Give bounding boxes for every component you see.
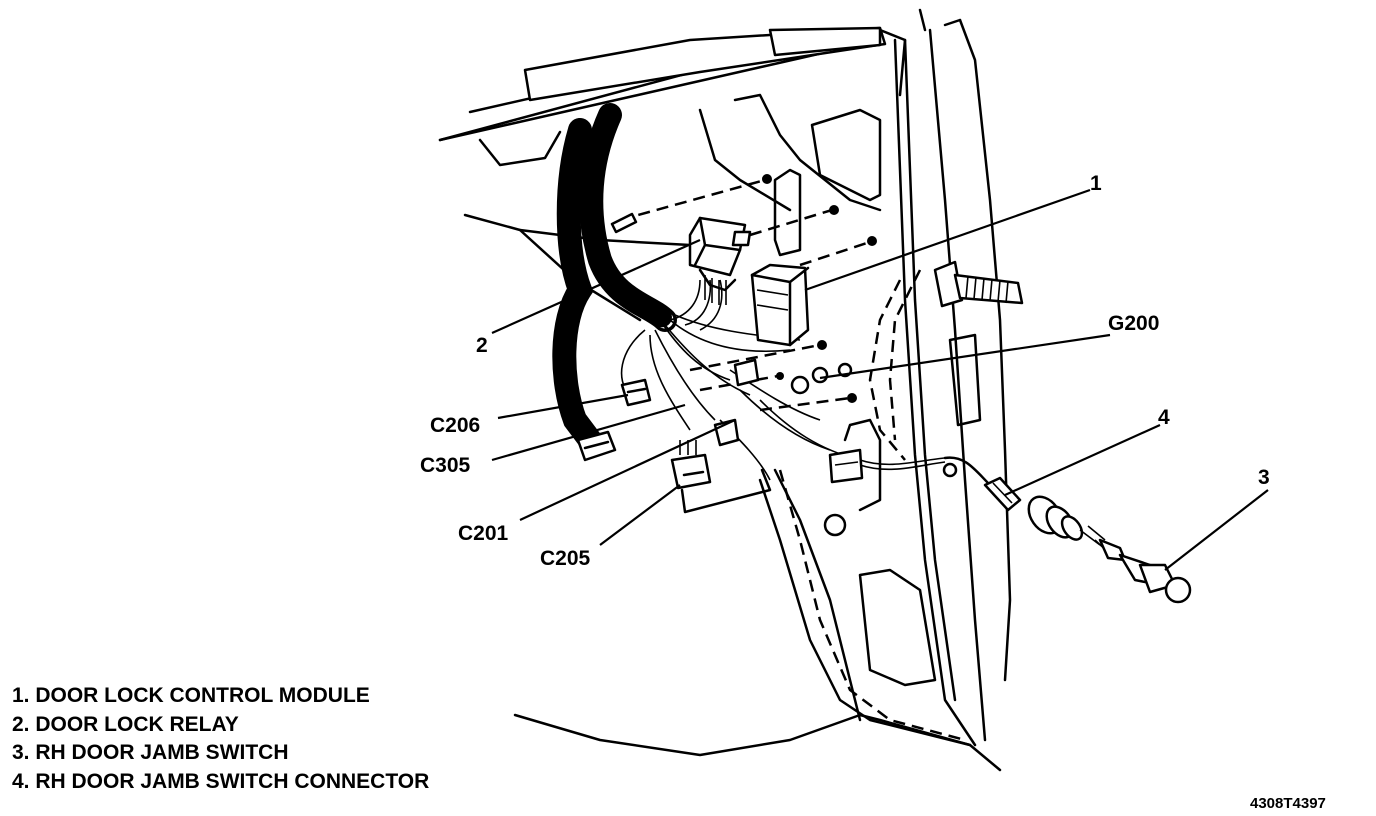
callout-c206: C206: [430, 414, 480, 437]
rh-door-jamb-switch: [1079, 525, 1192, 604]
door-lock-control-module: [750, 263, 810, 347]
wiring-harness: [552, 103, 946, 481]
callout-3: 3: [1258, 466, 1270, 489]
callout-4: 4: [1158, 406, 1170, 429]
callout-c201: C201: [458, 522, 509, 545]
legend-item: 1. DOOR LOCK CONTROL MODULE: [12, 684, 370, 707]
callout-c205: C205: [540, 547, 591, 570]
component-legend: 1. DOOR LOCK CONTROL MODULE 2. DOOR LOCK…: [12, 682, 429, 796]
legend-item: 4. RH DOOR JAMB SWITCH CONNECTOR: [12, 769, 430, 793]
leader-lines: [491, 188, 1269, 571]
legend-item: 3. RH DOOR JAMB SWITCH: [12, 741, 289, 764]
connector-c205: [670, 440, 772, 514]
vehicle-body-outline: [438, 8, 1012, 772]
jamb-switch-connector: [942, 456, 1022, 512]
jamb-stud-bolt: [933, 260, 1024, 308]
mounting-fasteners: [610, 174, 877, 412]
connector-c305: [576, 430, 617, 462]
jamb-switch-grommet: [1027, 495, 1084, 541]
door-lock-relay: [688, 216, 752, 305]
callout-1: 1: [1090, 172, 1102, 195]
callout-g200: G200: [1108, 312, 1159, 335]
legend-item: 2. DOOR LOCK RELAY: [12, 712, 239, 736]
connector-c206: [620, 378, 652, 407]
callout-c305: C305: [420, 454, 471, 477]
lower-connector: [828, 418, 882, 512]
callout-2: 2: [476, 334, 488, 357]
connector-c201: [713, 358, 760, 447]
figure-reference: 4308T4397: [1250, 795, 1326, 812]
